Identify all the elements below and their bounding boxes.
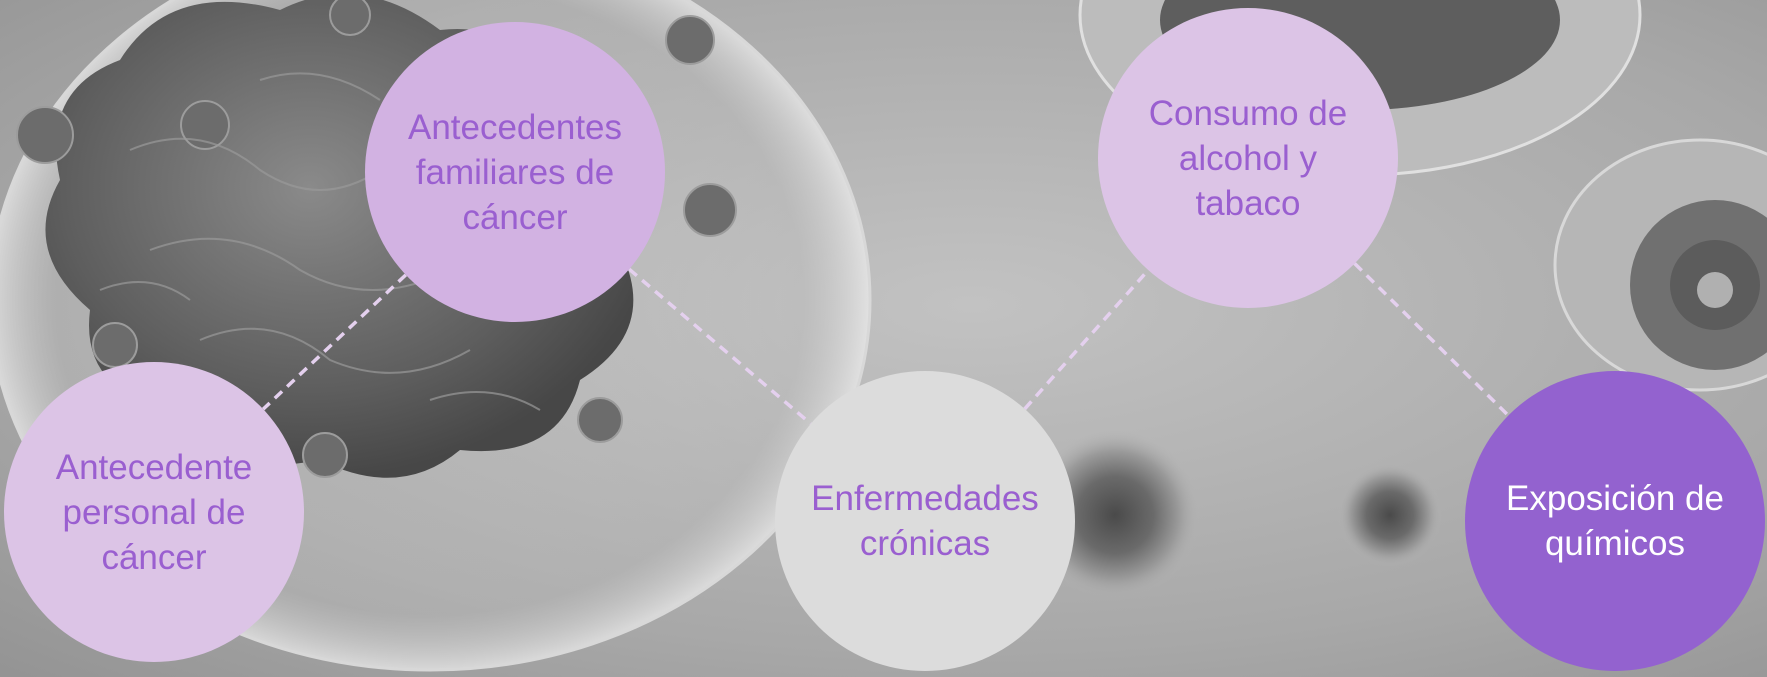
node-label: Exposición de químicos (1506, 479, 1724, 563)
node-exposicion-quimicos: Exposición de químicos (1465, 371, 1765, 671)
connector-consumo-alcohol-tabaco-exposicion-quimicos (1353, 262, 1510, 417)
node-antecedentes-familiares: Antecedentes familiares de cáncer (365, 22, 665, 322)
node-consumo-alcohol-tabaco: Consumo de alcohol y tabaco (1098, 8, 1398, 308)
node-label: Enfermedades crónicas (811, 479, 1039, 563)
connector-antecedentes-familiares-antecedente-personal (261, 273, 408, 411)
node-enfermedades-cronicas: Enfermedades crónicas (775, 371, 1075, 671)
node-label: Antecedente personal de cáncer (55, 447, 253, 577)
node-label: Consumo de alcohol y tabaco (1148, 93, 1348, 223)
node-label: Antecedentes familiares de cáncer (407, 107, 623, 237)
connector-antecedentes-familiares-enfermedades-cronicas (628, 267, 812, 426)
node-antecedente-personal: Antecedente personal de cáncer (4, 362, 304, 662)
connector-enfermedades-cronicas-consumo-alcohol-tabaco (1023, 268, 1150, 411)
